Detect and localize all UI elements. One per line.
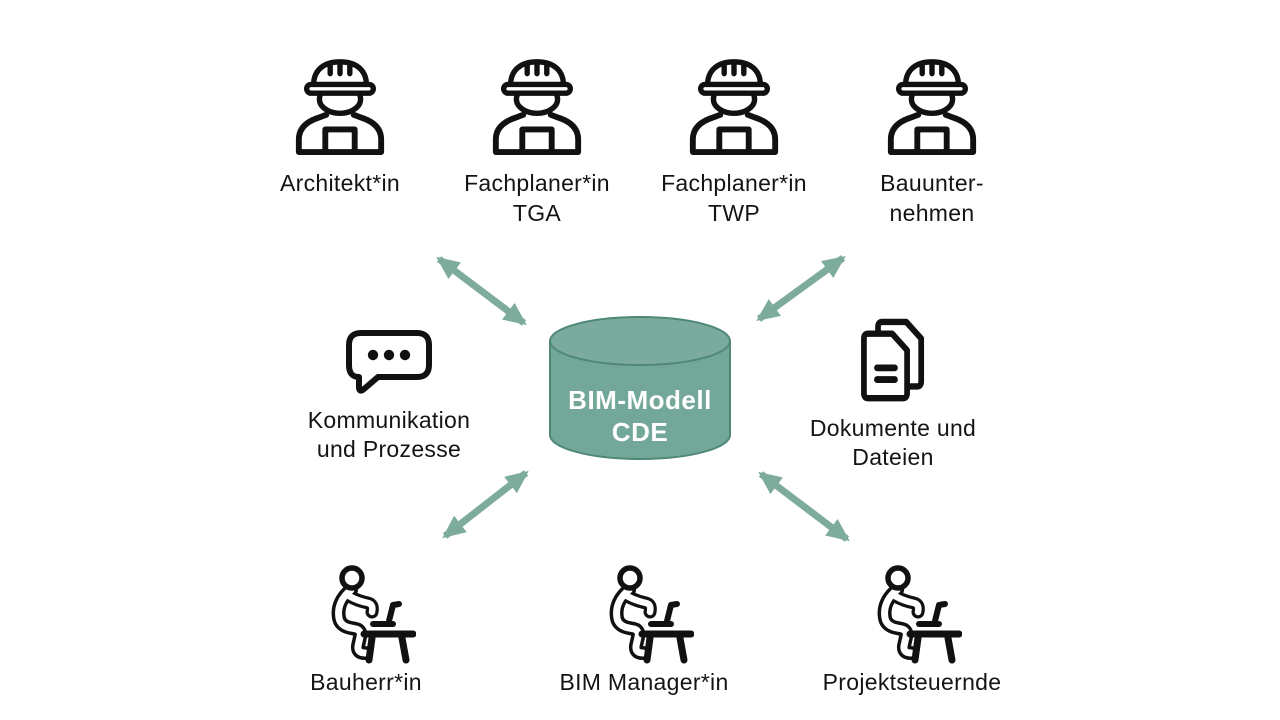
database-cylinder	[549, 316, 731, 460]
node-label: Kommunikation und Prozesse	[307, 407, 471, 462]
bidirectional-arrow-top-right	[756, 255, 846, 322]
center-title-line1: BIM-Modell	[568, 385, 712, 415]
node-label: Bauherr*in	[310, 669, 422, 695]
center-title-line2: CDE	[611, 417, 669, 447]
center-title: BIM-Modell CDE	[546, 384, 734, 448]
node-kommunikation: Kommunikation und Prozesse	[264, 329, 514, 464]
documents-icon	[856, 318, 930, 406]
node-fachplaner-twp: Fachplaner*in TWP	[609, 53, 859, 228]
node-bauunternehmen: Bauunter- nehmen	[807, 53, 1057, 228]
node-bauherr: Bauherr*in	[241, 560, 491, 697]
node-fachplaner-tga: Fachplaner*in TGA	[412, 53, 662, 228]
node-label: Architekt*in	[280, 170, 400, 196]
bidirectional-arrow-bottom-right	[758, 471, 850, 542]
node-dokumente: Dokumente und Dateien	[768, 318, 1018, 472]
node-projektsteuernde: Projektsteuernde	[787, 560, 1037, 697]
node-label: BIM Manager*in	[559, 669, 729, 695]
bidirectional-arrow-top-left	[436, 256, 527, 326]
person-at-desk-icon	[316, 560, 416, 664]
speech-bubble-icon	[345, 329, 433, 395]
person-at-desk-icon	[862, 560, 962, 664]
construction-worker-icon	[685, 53, 783, 155]
node-bim-manager: BIM Manager*in	[519, 560, 769, 697]
node-label: Projektsteuernde	[822, 669, 1002, 695]
construction-worker-icon	[883, 53, 981, 155]
node-architekt: Architekt*in	[215, 53, 465, 198]
person-at-desk-icon	[594, 560, 694, 664]
construction-worker-icon	[488, 53, 586, 155]
construction-worker-icon	[291, 53, 389, 155]
bidirectional-arrow-bottom-left	[442, 470, 529, 539]
node-label: Fachplaner*in TGA	[464, 170, 610, 226]
node-label: Fachplaner*in TWP	[661, 170, 807, 226]
node-label: Dokumente und Dateien	[809, 415, 977, 470]
node-label: Bauunter- nehmen	[880, 170, 984, 226]
